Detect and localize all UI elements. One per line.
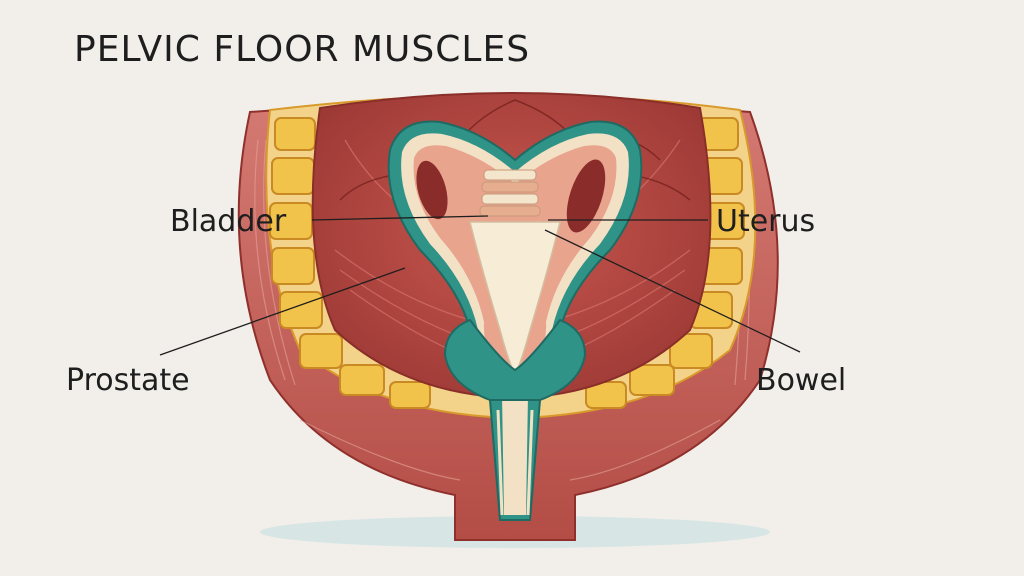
- diagram-title: PELVIC FLOOR MUSCLES: [74, 29, 531, 70]
- label-uterus: Uterus: [716, 204, 816, 239]
- label-bowel: Bowel: [756, 363, 847, 398]
- left-ovary: [416, 160, 448, 220]
- bowel-leader: [544, 229, 801, 353]
- lower-teal-bulge: [443, 318, 587, 401]
- canal-rings: [479, 169, 541, 217]
- label-bladder: Bladder: [170, 204, 287, 239]
- label-prostate: Prostate: [66, 363, 190, 398]
- leader-lines: [159, 215, 801, 356]
- bladder-leader: [311, 215, 489, 221]
- right-ovary: [566, 159, 606, 233]
- prostate-leader: [159, 267, 406, 356]
- neck-stripes: [496, 409, 534, 516]
